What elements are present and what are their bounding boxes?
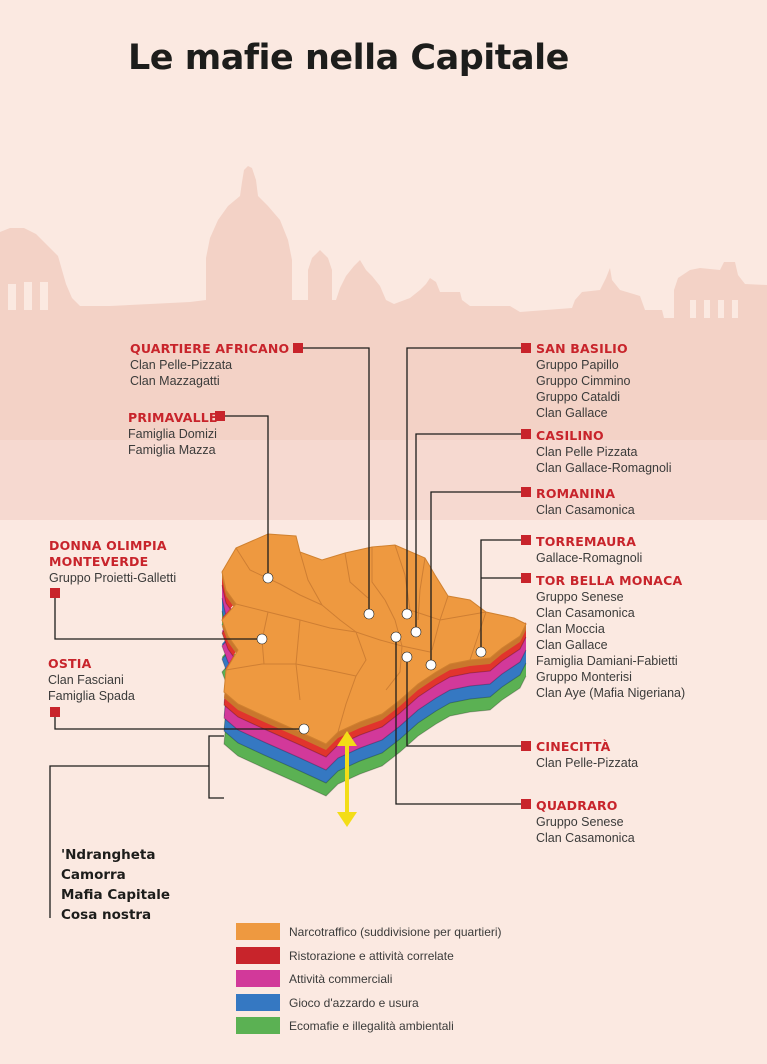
dot-romanina: [425, 659, 437, 671]
mafia-item: Cosa nostra: [61, 907, 152, 923]
zone-name: PRIMAVALLE: [128, 410, 218, 425]
legend-label: Attività commerciali: [289, 972, 393, 986]
narcotraffico-map-top: [221, 533, 527, 745]
label-tor-bella-monaca: TOR BELLA MONACA Gruppo Senese Clan Casa…: [536, 573, 685, 701]
label-casilino: CASILINO Clan Pelle Pizzata Clan Gallace…: [536, 428, 671, 476]
layer-attivita-commerciali-edge: [221, 597, 527, 771]
label-quartiere-africano: QUARTIERE AFRICANO Clan Pelle-Pizzata Cl…: [130, 341, 289, 389]
marker-tor-bella-monaca: [521, 573, 531, 583]
zone-name: DONNA OLIMPIA: [49, 538, 167, 553]
layered-map: [221, 533, 527, 797]
label-ostia: OSTIA Clan Fasciani Famiglia Spada: [48, 656, 135, 704]
label-torremaura: TORREMAURA Gallace-Romagnoli: [536, 534, 642, 566]
layers-arrow: [337, 731, 357, 827]
zone-name: TORREMAURA: [536, 534, 637, 549]
marker-casilino: [521, 429, 531, 439]
zone-clan: Gallace-Romagnoli: [536, 551, 643, 565]
label-primavalle: PRIMAVALLE Famiglia Domizi Famiglia Mazz…: [128, 410, 218, 458]
zone-clan: Clan Gallace-Romagnoli: [536, 461, 672, 475]
layer-ristorazione-edge: [221, 584, 527, 758]
zone-name: SAN BASILIO: [536, 341, 628, 356]
zone-clan: Clan Mazzagatti: [130, 374, 220, 388]
legend-label: Ecomafie e illegalità ambientali: [289, 1019, 454, 1033]
legend-swatch: [236, 970, 280, 987]
legend-swatch: [236, 993, 280, 1011]
legend-swatch: [236, 1017, 280, 1034]
zone-clan: Clan Gallace: [536, 638, 608, 652]
marker-quartiere-africano: [293, 343, 303, 353]
dot-quadraro: [390, 631, 402, 643]
location-dots: [256, 572, 487, 735]
zone-clan: Gruppo Cimmino: [536, 374, 631, 388]
district-boundaries: [225, 544, 487, 733]
dot-primavalle: [262, 572, 274, 584]
layer-ecomafie: [222, 609, 526, 796]
dot-quartiere-africano: [363, 608, 375, 620]
marker-donna-olimpia: [50, 588, 60, 598]
zone-name: OSTIA: [48, 656, 92, 671]
dot-ostia: [298, 723, 310, 735]
page-title: Le mafie nella Capitale: [128, 38, 569, 78]
marker-cinecitta: [521, 741, 531, 751]
zone-name: QUARTIERE AFRICANO: [130, 341, 290, 356]
dot-casilino: [410, 626, 422, 638]
zone-name: ROMANINA: [536, 486, 616, 501]
zone-clan: Clan Gallace: [536, 406, 608, 420]
rome-skyline: [0, 166, 767, 520]
marker-torremaura: [521, 535, 531, 545]
zone-clan: Clan Casamonica: [536, 503, 635, 517]
dot-cinecitta: [401, 651, 413, 663]
zone-clan: Clan Pelle-Pizzata: [536, 756, 639, 770]
legend-label: Ristorazione e attività correlate: [289, 948, 454, 963]
label-quadraro: QUADRARO Gruppo Senese Clan Casamonica: [536, 798, 635, 846]
dot-donna-olimpia: [256, 633, 268, 645]
zone-clan: Clan Aye (Mafia Nigeriana): [536, 686, 686, 700]
zone-name: TOR BELLA MONACA: [536, 573, 683, 588]
zone-clan: Clan Casamonica: [536, 831, 635, 845]
mafia-item: Mafia Capitale: [61, 887, 171, 903]
zone-name: CINECITTÀ: [536, 739, 611, 754]
zone-clan: Clan Moccia: [536, 622, 605, 636]
zone-clan: Famiglia Spada: [48, 689, 135, 703]
zone-name: CASILINO: [536, 428, 604, 443]
zone-name-2: MONTEVERDE: [49, 554, 149, 569]
legend-swatch: [236, 946, 280, 964]
legend-label: Gioco d'azzardo e usura: [289, 995, 419, 1010]
legend-label: Narcotraffico (suddivisione per quartier…: [289, 925, 502, 939]
label-cinecitta: CINECITTÀ Clan Pelle-Pizzata: [536, 739, 638, 771]
zone-clan: Gruppo Monterisi: [536, 670, 632, 684]
dot-tor-bella-monaca: [475, 646, 487, 658]
layer-gioco: [222, 596, 526, 783]
zone-clan: Gruppo Papillo: [536, 358, 619, 372]
zone-clan: Clan Casamonica: [536, 606, 635, 620]
leader-lines: [49, 347, 526, 918]
label-romanina: ROMANINA Clan Casamonica: [536, 486, 635, 518]
zone-clan: Gruppo Senese: [536, 815, 624, 829]
zone-clan: Famiglia Damiani-Fabietti: [536, 654, 678, 668]
zone-clan: Famiglia Mazza: [128, 443, 216, 457]
mafia-item: 'Ndrangheta: [61, 847, 156, 863]
marker-quadraro: [521, 799, 531, 809]
label-san-basilio: SAN BASILIO Gruppo Papillo Gruppo Cimmin…: [536, 341, 630, 421]
marker-primavalle: [215, 411, 225, 421]
zone-clan: Gruppo Senese: [536, 590, 624, 604]
zone-clan: Gruppo Cataldi: [536, 390, 621, 404]
zone-clan: Famiglia Domizi: [128, 427, 217, 441]
layer-attivita-commerciali: [222, 583, 526, 770]
marker-ostia: [50, 707, 60, 717]
zone-clan: Clan Pelle Pizzata: [536, 445, 638, 459]
label-donna-olimpia: DONNA OLIMPIA MONTEVERDE Gruppo Proietti…: [49, 538, 176, 586]
zone-name: QUADRARO: [536, 798, 618, 813]
legend-swatch: [236, 923, 280, 940]
mafia-list: 'Ndrangheta Camorra Mafia Capitale Cosa …: [61, 845, 170, 925]
zone-clan: Clan Fasciani: [48, 673, 124, 687]
zone-clan: Clan Pelle-Pizzata: [130, 358, 233, 372]
mafia-item: Camorra: [61, 867, 126, 883]
dot-san-basilio: [401, 608, 413, 620]
zone-clan: Gruppo Proietti-Galletti: [49, 571, 177, 585]
marker-romanina: [521, 487, 531, 497]
marker-san-basilio: [521, 343, 531, 353]
